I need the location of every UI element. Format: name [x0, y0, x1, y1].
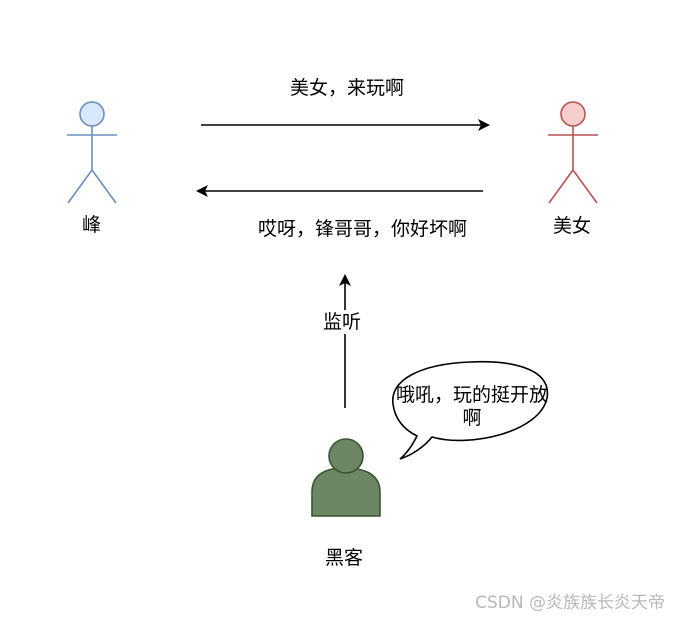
actor-feng-left-leg [67, 169, 93, 204]
actor-feng-label: 峰 [82, 214, 102, 236]
actor-beauty-figure [548, 101, 598, 204]
actor-feng-figure [67, 101, 117, 204]
actor-beauty-head [560, 101, 586, 127]
hacker-avatar-icon [311, 438, 381, 517]
watermark: CSDN @炎族族长炎天帝 [475, 593, 665, 613]
hacker-head [328, 438, 364, 474]
message-to-feng: 哎呀，锋哥哥，你好坏啊 [258, 218, 468, 240]
thought-text-line1: 哦吼，玩的挺开放 [395, 384, 548, 406]
monitor-label: 监听 [323, 310, 362, 334]
actor-feng-head [79, 101, 105, 127]
thought-bubble [392, 360, 549, 460]
actor-beauty-right-leg [572, 169, 598, 204]
actor-beauty-label: 美女 [553, 215, 592, 237]
thought-text-line2: 啊 [462, 407, 482, 429]
hacker-body [311, 467, 381, 517]
actor-beauty-left-leg [548, 169, 574, 204]
hacker-label: 黑客 [325, 547, 364, 569]
message-to-beauty: 美女，来玩啊 [290, 77, 405, 99]
actor-feng-right-leg [91, 169, 117, 204]
